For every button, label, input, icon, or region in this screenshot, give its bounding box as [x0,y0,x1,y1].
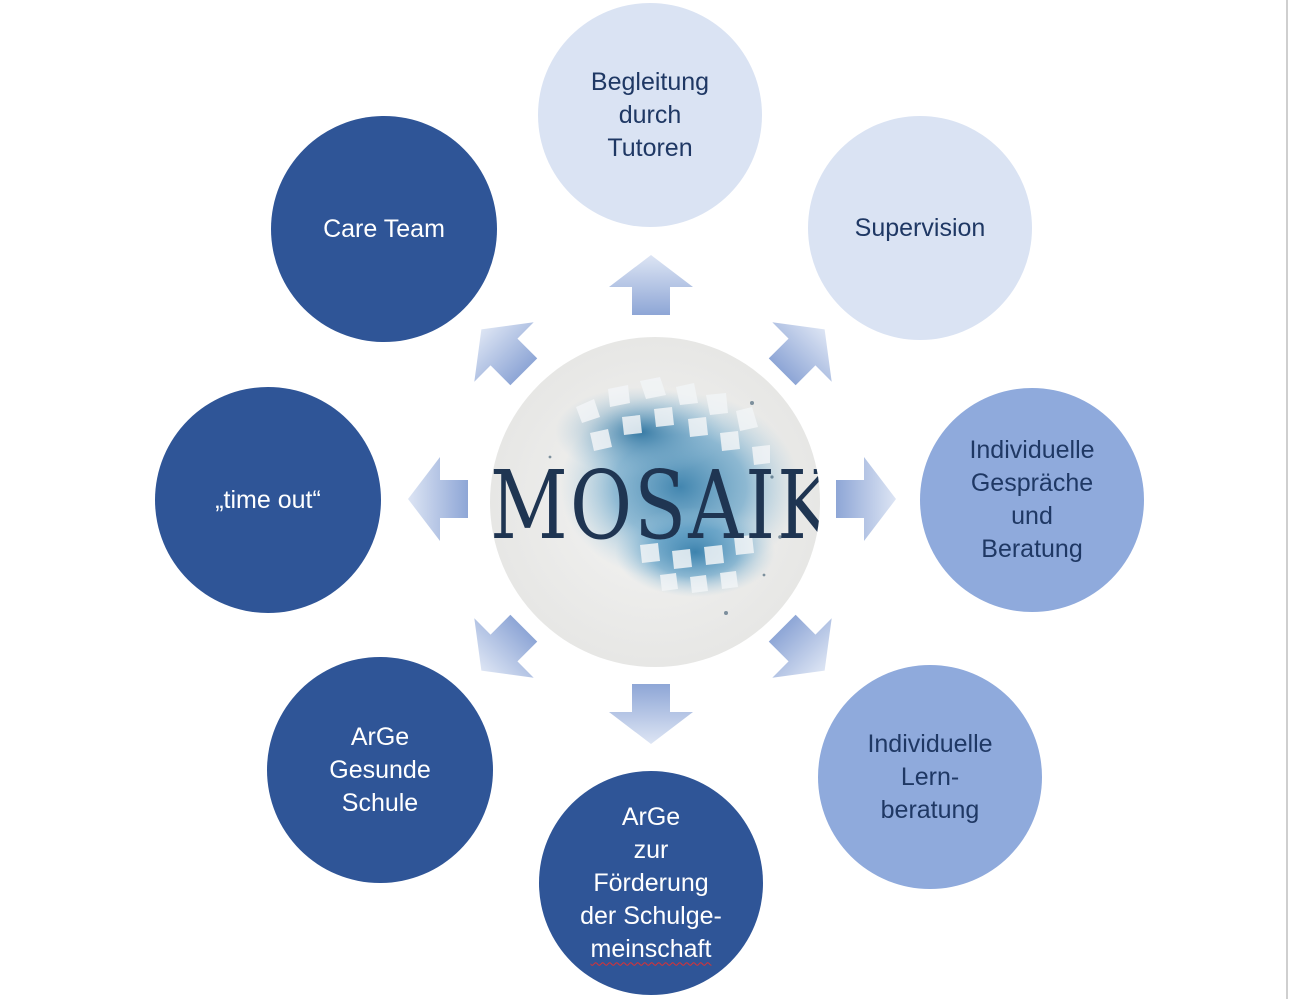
node-label: Care Team [323,214,445,243]
node-care-team: Care Team [271,116,497,342]
node-supervision: Supervision [808,116,1032,340]
node-begleitung-durch-tutoren: Begleitung durch Tutoren [538,3,762,227]
node-individuelle-lernberatung: Individuelle Lern- beratung [818,665,1042,889]
node-label: Supervision [854,213,986,242]
arrow-up-icon [609,255,693,315]
node-label: „time out“ [215,485,321,514]
node-time-out: „time out“ [155,387,381,613]
arrow-left-icon [408,457,468,541]
page-edge [1286,0,1288,999]
arrow-down-right-icon [768,614,832,678]
arrow-down-icon [609,684,693,744]
arrow-down-left-icon [474,614,538,678]
node-arge-gesunde-schule: ArGe Gesunde Schule [267,657,493,883]
arrow-up-left-icon [474,322,538,386]
node-individuelle-gespraeche: Individuelle Gespräche und Beratung [920,388,1144,612]
node-arge-foerderung-schulgemeinschaft: ArGe zur Förderung der Schulge- meinscha… [539,771,763,995]
arrow-right-icon [836,457,896,541]
watercolor-wash-image [490,337,820,667]
node-label: ArGe zur Förderung der Schulge- meinscha… [580,802,722,963]
node-label: Individuelle Lern- beratung [867,729,993,824]
arrow-up-right-icon [768,322,832,386]
center-mosaik-image: MOSAIK [490,337,820,667]
node-label: Individuelle Gespräche und Beratung [969,436,1095,563]
node-label: Begleitung durch Tutoren [590,67,710,162]
mosaik-logo-text: MOSAIK [490,449,820,561]
node-label: ArGe Gesunde Schule [329,722,431,817]
